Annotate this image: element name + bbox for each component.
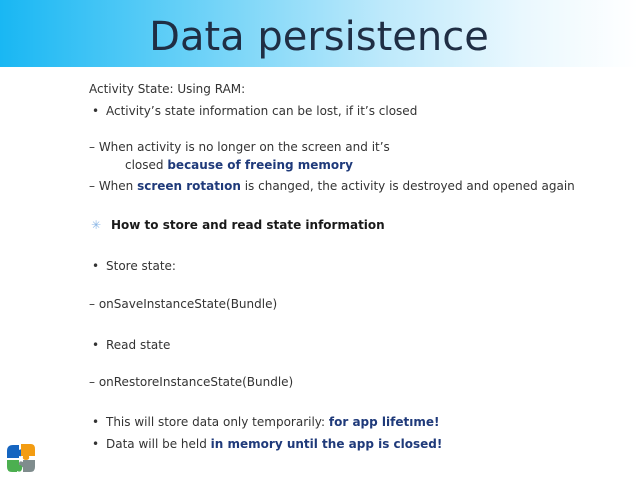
- slide-line-8: – onSaveInstanceState(Bundle): [89, 297, 278, 311]
- slide-line-6: ✳ How to store and read state information: [91, 217, 385, 233]
- line-12-emphasis: in memory until the app is closed!: [210, 437, 443, 451]
- slide-line-1: Activity State: Using RAM:: [89, 82, 246, 96]
- bullet-icon: •: [92, 338, 100, 352]
- bullet-icon: •: [92, 259, 100, 273]
- slide-line-11: •This will store data only temporarily: …: [92, 414, 439, 430]
- star-bullet-icon: ✳: [91, 218, 102, 232]
- slide-line-12: • Data will be held in memory until the a…: [92, 436, 442, 452]
- line-7-text: Store state:: [106, 259, 176, 273]
- line-9-text: Read state: [106, 338, 171, 352]
- bullet-icon: •: [92, 104, 100, 118]
- line-12-text: Data will be held: [106, 437, 211, 451]
- line-11-text: This will store data only temporarily:: [106, 415, 329, 429]
- bullet-icon: •: [92, 415, 100, 429]
- slide-line-5: – When screen rotatıon is changed, the a…: [89, 178, 575, 194]
- line-11-emphasis: for app lifetıme!: [328, 415, 440, 429]
- line-5-emphasis: screen rotatıon: [137, 179, 241, 193]
- line-5-text-b: is changed, the activity is destroyed an…: [240, 179, 575, 193]
- slide-line-9: • Read state: [92, 337, 170, 353]
- slide-line-10: – onRestoreInstanceState(Bundle): [89, 375, 294, 389]
- slide-title: Data persistence: [149, 14, 489, 60]
- bullet-icon: •: [92, 437, 100, 451]
- puzzle-logo-icon: [7, 444, 35, 472]
- line-4-emphasis: because of freeing memory: [167, 158, 353, 172]
- line-6-text: How to store and read state information: [111, 218, 385, 232]
- slide-line-2: • Activity’s state information can be los…: [92, 103, 417, 119]
- header-gradient-bar: [0, 0, 638, 67]
- line-5-text-a: – When: [89, 179, 138, 193]
- line-4-text: closed: [125, 158, 168, 172]
- line-2-text: Activity’s state information can be lost…: [106, 104, 418, 118]
- slide-line-7: • Store state:: [92, 258, 176, 274]
- slide-line-3: – When activity is no longer on the scre…: [89, 140, 390, 154]
- slide-line-4: closed because of freeing memory: [125, 157, 353, 173]
